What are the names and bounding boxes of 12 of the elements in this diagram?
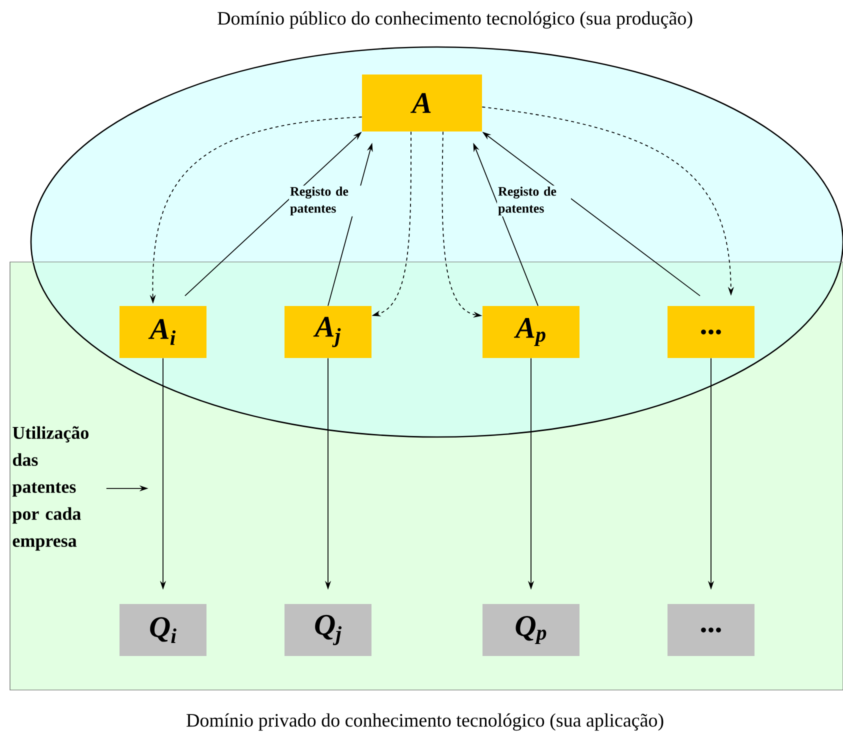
company-box: ... — [668, 604, 754, 656]
company-box: Q$_{p}$ — [482, 604, 580, 656]
patent-box: ... — [668, 306, 754, 358]
company-box: Q$_{i}$ — [120, 604, 206, 656]
patent-box: A$_{j}$ — [284, 306, 372, 358]
edge-label: Registo de patentes — [497, 186, 571, 216]
edge-label: Registo de patentes — [289, 186, 363, 216]
patent-box: A$_{i}$ — [120, 306, 206, 358]
central-box: A — [362, 74, 482, 132]
company-box: Q$_{j}$ — [284, 604, 372, 656]
patent-box: A$_{p}$ — [482, 306, 580, 358]
annotation-text: Utilização das patentes por cada empresa — [12, 426, 88, 551]
